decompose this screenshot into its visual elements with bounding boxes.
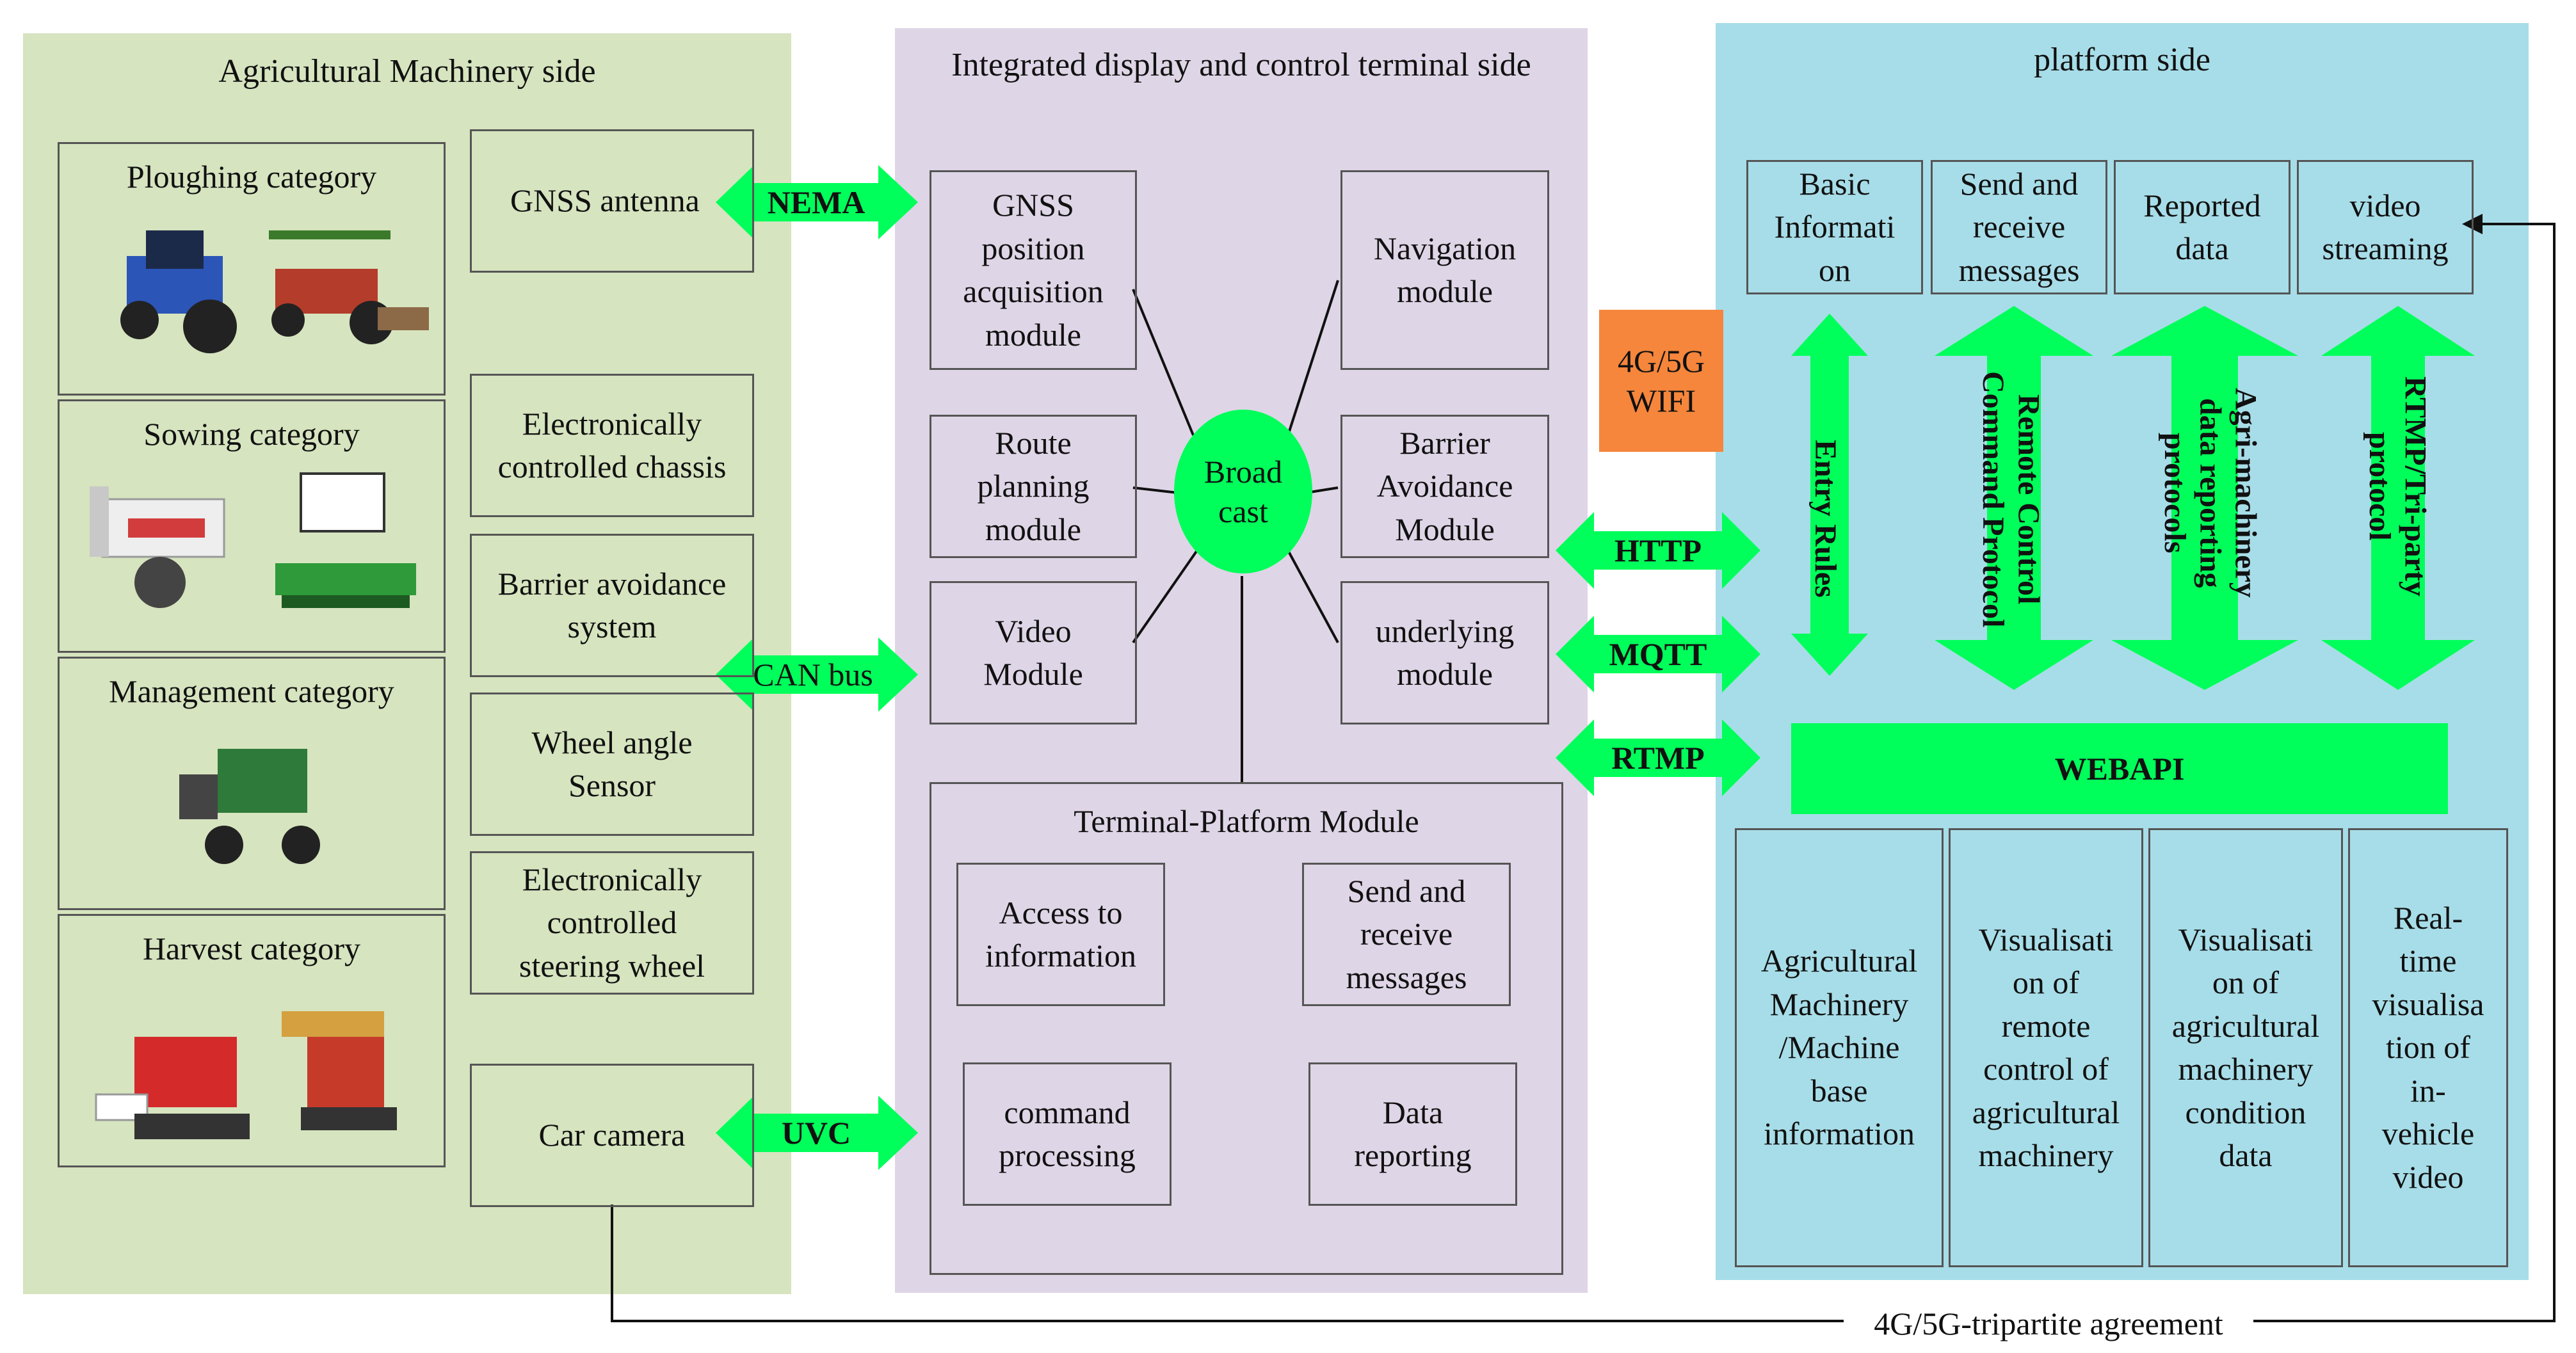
device-label: Wheel angle Sensor [531, 724, 693, 804]
device-wheel-angle-sensor: Wheel angle Sensor [470, 693, 754, 836]
device-electronically-controlled-steering-wheel: Electronically controlled steering wheel [470, 851, 754, 995]
item-command-processing: command processing [963, 1062, 1171, 1206]
device-label: GNSS antenna [510, 182, 700, 219]
sprayer-icon [179, 749, 320, 864]
protocol-remote-control-command: Remote Control Command Protocol [1976, 371, 2046, 628]
webapi-bar-bg [1791, 723, 2448, 814]
platform-send-and-receive-messages: Send and receive messages [1931, 160, 2107, 294]
terminal-platform-module: Terminal-Platform Module [930, 782, 1563, 1275]
module-route-planning: Route planning module [930, 415, 1137, 558]
device-label: Barrier avoidance system [497, 565, 727, 645]
device-car-camera: Car camera [470, 1064, 754, 1207]
platform-remote-control-visualisation: Visualisati on of remote control of agri… [1949, 828, 2143, 1267]
category-sowing: Sowing category [58, 399, 446, 653]
category-label: Harvest category [142, 931, 361, 966]
terminal-title: Integrated display and control terminal … [951, 47, 1531, 83]
rtmp-arrow [1556, 719, 1760, 796]
module-navigation: Navigation module [1340, 170, 1549, 370]
module-gnss-position-acquisition: GNSS position acquisition module [930, 170, 1137, 370]
platform-basic-information: Basic Informati on [1746, 160, 1923, 294]
category-management: Management category [58, 657, 446, 910]
device-label: Electronically controlled chassis [497, 405, 727, 485]
http-arrow [1556, 512, 1760, 589]
protocol-arrows [1791, 306, 2475, 690]
tripartite-connector [611, 223, 2556, 1322]
platform-video-streaming: video streaming [2297, 160, 2474, 294]
platform-condition-data-visualisation: Visualisati on of agricultural machinery… [2148, 828, 2343, 1267]
uvc-arrow [716, 1096, 918, 1170]
protocol-rtmp-tri-party: RTMP/Tri-party protocol [2363, 376, 2433, 596]
rtmp-label: RTMP [1611, 739, 1705, 776]
tiller-icon [269, 230, 429, 344]
uvc-label: UVC [781, 1114, 851, 1151]
machinery-title: Agricultural Machinery side [218, 53, 596, 90]
platform-in-vehicle-video-visualisation: Real- time visualisa tion of in- vehicle… [2348, 828, 2508, 1267]
device-barrier-avoidance-system: Barrier avoidance system [470, 534, 754, 677]
broadcast-node: Broad cast [1203, 453, 1283, 530]
http-label: HTTP [1614, 532, 1702, 568]
mqtt-label: MQTT [1609, 636, 1707, 672]
device-electronically-controlled-chassis: Electronically controlled chassis [470, 374, 754, 517]
category-label: Sowing category [143, 416, 360, 452]
nema-arrow [716, 165, 918, 239]
module-underlying: underlying module [1340, 581, 1549, 725]
device-label: Electronically controlled steering wheel [519, 861, 705, 984]
protocol-entry-rules: Entry Rules [1808, 439, 1843, 598]
broadcast-node-shape [1174, 410, 1312, 573]
module-video: Video Module [930, 581, 1137, 725]
nema-label: NEMA [767, 184, 865, 220]
webapi-bar: WEBAPI [2054, 750, 2185, 787]
device-gnss-antenna: GNSS antenna [470, 129, 754, 273]
seeder-icon [275, 472, 416, 608]
mini-harvester-icon [282, 1011, 397, 1130]
network-badge-bg [1599, 310, 1723, 452]
item-data-reporting: Data reporting [1308, 1062, 1517, 1206]
module-barrier-avoidance: Barrier Avoidance Module [1340, 415, 1549, 558]
harvester-icon [95, 1037, 250, 1139]
mqtt-arrow [1556, 616, 1760, 693]
can-bus-label: CAN bus [753, 656, 873, 693]
tripartite-label: 4G/5G-tripartite agreement [1844, 1303, 2253, 1345]
platform-title: platform side [2034, 42, 2210, 78]
network-badge: 4G/5G WIFI [1617, 342, 1705, 419]
device-label: Car camera [538, 1117, 686, 1153]
terminal-platform-module-title: Terminal-Platform Module [1074, 803, 1419, 839]
transplanter-icon [90, 486, 225, 608]
category-ploughing: Ploughing category [58, 142, 446, 396]
category-label: Management category [109, 673, 394, 709]
item-access-to-information: Access to information [956, 863, 1165, 1006]
protocol-agri-machinery-data-reporting: Agri-machinery data reporting protocols [2158, 388, 2263, 598]
item-send-and-receive-messages: Send and receive messages [1302, 863, 1511, 1006]
category-harvest: Harvest category [58, 914, 446, 1167]
platform-reported-data: Reported data [2114, 160, 2290, 294]
tractor-icon [120, 230, 237, 353]
platform-machinery-base-information: Agricultural Machinery /Machine base inf… [1735, 828, 1944, 1267]
category-label: Ploughing category [126, 159, 377, 195]
can-bus-arrow [716, 637, 918, 712]
